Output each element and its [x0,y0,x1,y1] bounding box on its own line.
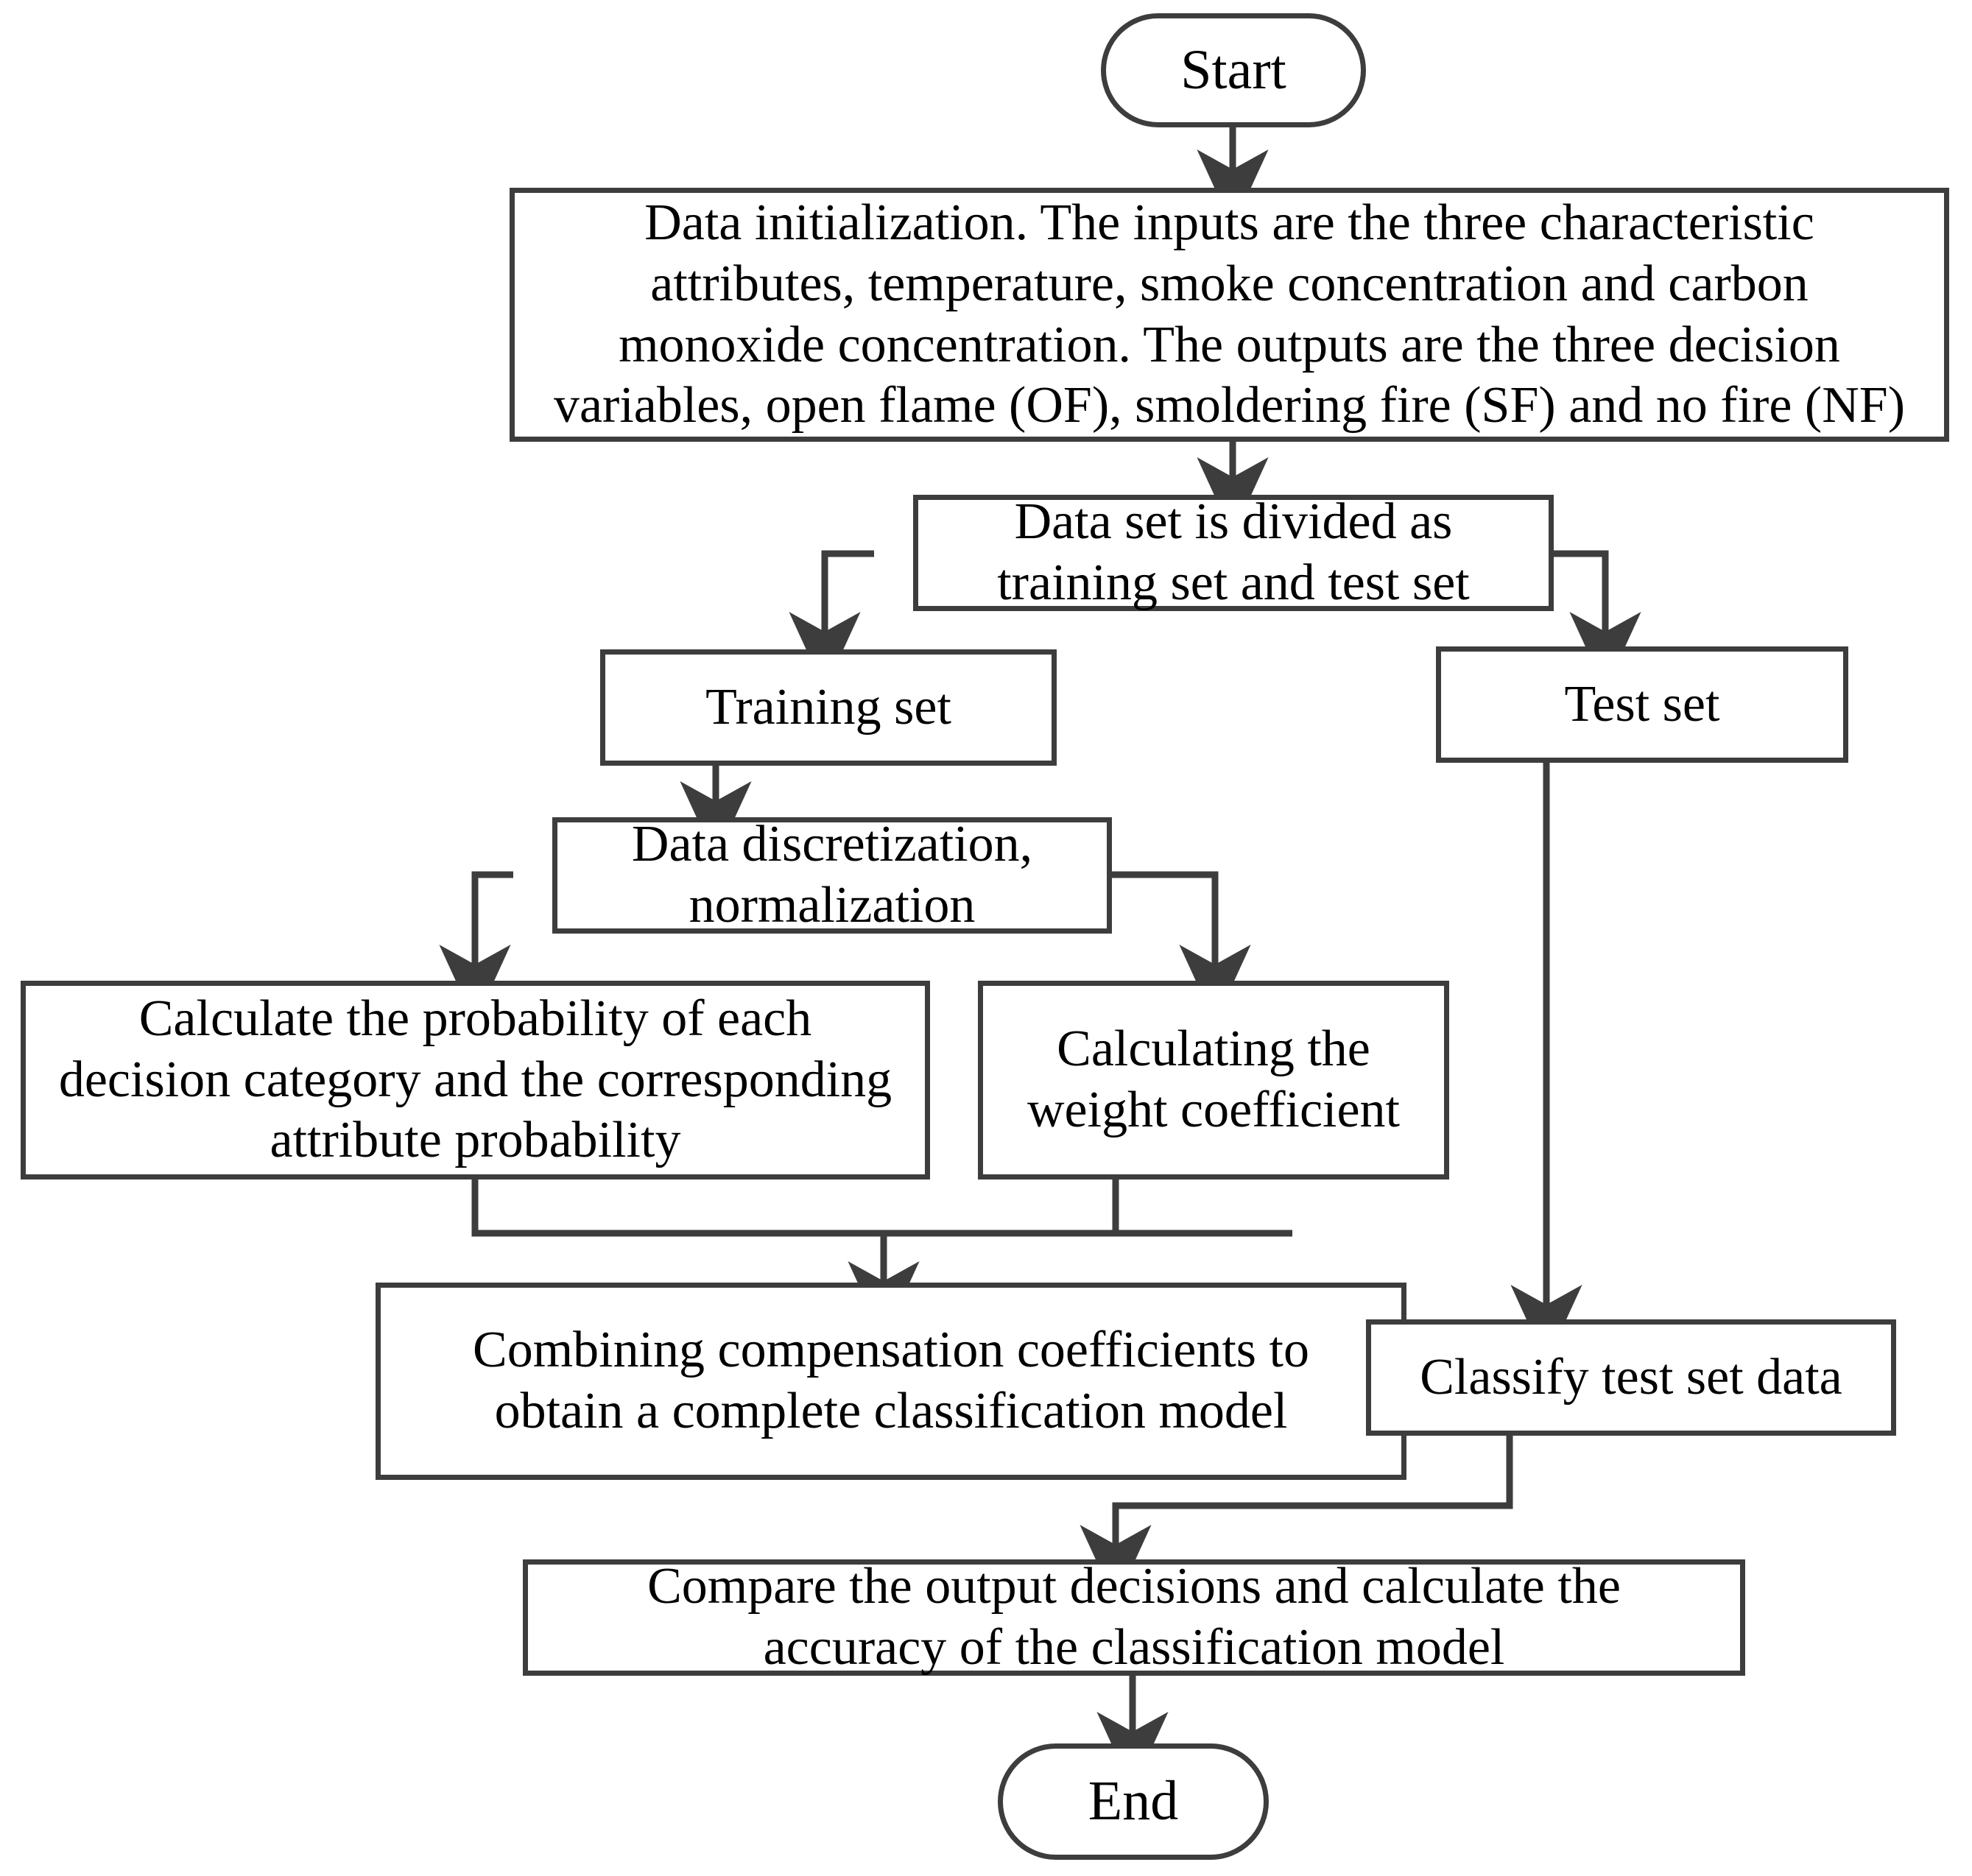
node-test-set[interactable]: Test set [1436,646,1848,763]
edge-split-test [1549,550,1641,691]
node-data-initialization[interactable]: Data initialization. The inputs are the … [510,188,1949,442]
edge-probability-trunk [471,1178,1292,1237]
edge-discretize-probability [439,871,513,1023]
node-dataset-split[interactable]: Data set is divided as training set and … [913,493,1554,611]
node-end[interactable]: End [998,1743,1269,1860]
node-calculate-probability[interactable]: Calculate the probability of each decisi… [21,981,930,1179]
node-start[interactable]: Start [1101,13,1366,127]
edge-split-training [789,550,874,691]
node-weight-coefficient[interactable]: Calculating the weight coefficient [978,981,1449,1179]
node-training-set[interactable]: Training set [600,649,1057,766]
node-compare-accuracy[interactable]: Compare the output decisions and calcula… [523,1558,1745,1676]
node-classify-test-set[interactable]: Classify test set data [1366,1319,1896,1436]
node-combine-model[interactable]: Combining compensation coefficients to o… [376,1283,1406,1480]
node-data-discretization[interactable]: Data discretization, normalization [552,816,1112,934]
